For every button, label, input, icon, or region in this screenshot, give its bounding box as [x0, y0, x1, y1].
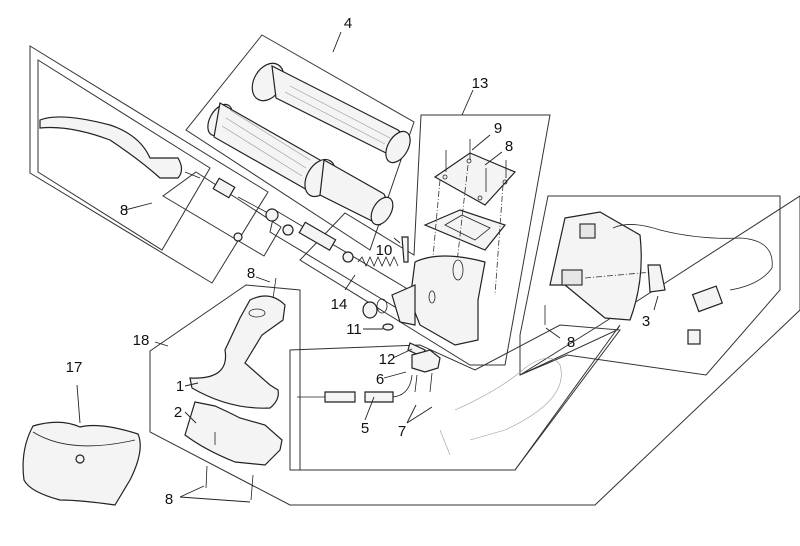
cable-sleeve [364, 391, 394, 403]
protective-cover-bag [22, 421, 141, 506]
circlip [233, 232, 243, 242]
callout-8-right: 8 [567, 334, 575, 351]
lever-pin [184, 171, 201, 179]
clamp-screw [414, 374, 418, 393]
reservoir-cover [433, 152, 517, 206]
callout-13: 11 [346, 321, 362, 338]
frame-inner-lever [37, 59, 211, 251]
lower-switch-cover [184, 401, 283, 466]
banjo-ghost [439, 429, 451, 456]
bush [212, 177, 236, 199]
pivot-bolt [401, 236, 409, 263]
clutch-lever [39, 116, 183, 179]
screw-top [272, 277, 277, 299]
spring [357, 256, 399, 267]
alignment-line [584, 271, 653, 279]
callout-10: 8 [505, 138, 513, 155]
piston-seal [342, 251, 354, 263]
upper-switch-cover [189, 295, 286, 409]
callout-8-top: 8 [247, 265, 255, 282]
callout-11: 9 [494, 120, 502, 137]
frame-piston-kit [162, 171, 282, 257]
screw-bottom-right [250, 474, 254, 501]
callout-9: 8 [120, 202, 128, 219]
switch-button [647, 264, 666, 293]
o-ring [376, 298, 388, 314]
cover-screws [445, 139, 507, 192]
clamp-screw [429, 372, 433, 393]
callout-16: 14 [331, 296, 348, 313]
cable-adjuster [324, 391, 356, 403]
callout-12: 10 [376, 242, 393, 259]
alignment-line [494, 184, 504, 296]
handgrip-upper [251, 62, 411, 164]
frame-cable [289, 324, 621, 471]
switch-housing [549, 211, 642, 321]
seal-ring [265, 208, 279, 222]
callout-4: 4 [344, 15, 352, 32]
callout-6: 6 [376, 371, 384, 388]
washer [282, 224, 294, 236]
switch-wire [612, 224, 773, 291]
callout-1: 1 [176, 378, 184, 395]
nut-13 [382, 323, 394, 331]
cable-end [392, 374, 413, 398]
cap [362, 301, 378, 319]
callout-8-bottom: 8 [165, 491, 173, 508]
cable-clamp [411, 349, 441, 373]
diaphragm [423, 209, 507, 251]
piston [298, 221, 337, 252]
cover-hole [248, 308, 266, 318]
screw-bottom-left [205, 465, 208, 489]
connector [691, 285, 724, 313]
callout-15: 13 [472, 75, 489, 92]
handgrip-lower [207, 102, 394, 226]
connector-terminal [687, 329, 701, 345]
bag-flap [32, 431, 136, 447]
callout-5: 5 [361, 420, 369, 437]
callout-3: 3 [642, 313, 650, 330]
callout-2: 2 [174, 404, 182, 421]
frame-lever-kit [29, 45, 269, 284]
push-rod [237, 196, 269, 214]
callout-14: 12 [379, 351, 396, 368]
callout-7: 7 [398, 423, 406, 440]
bag-button [75, 454, 85, 464]
master-cylinder-body [391, 255, 486, 346]
brake-hose-ghost [454, 357, 562, 441]
frame-switch [519, 195, 781, 376]
frame-grips [185, 34, 415, 251]
callout-18: 18 [133, 332, 150, 349]
leader-lines [76, 31, 659, 503]
callout-17: 17 [66, 359, 83, 376]
